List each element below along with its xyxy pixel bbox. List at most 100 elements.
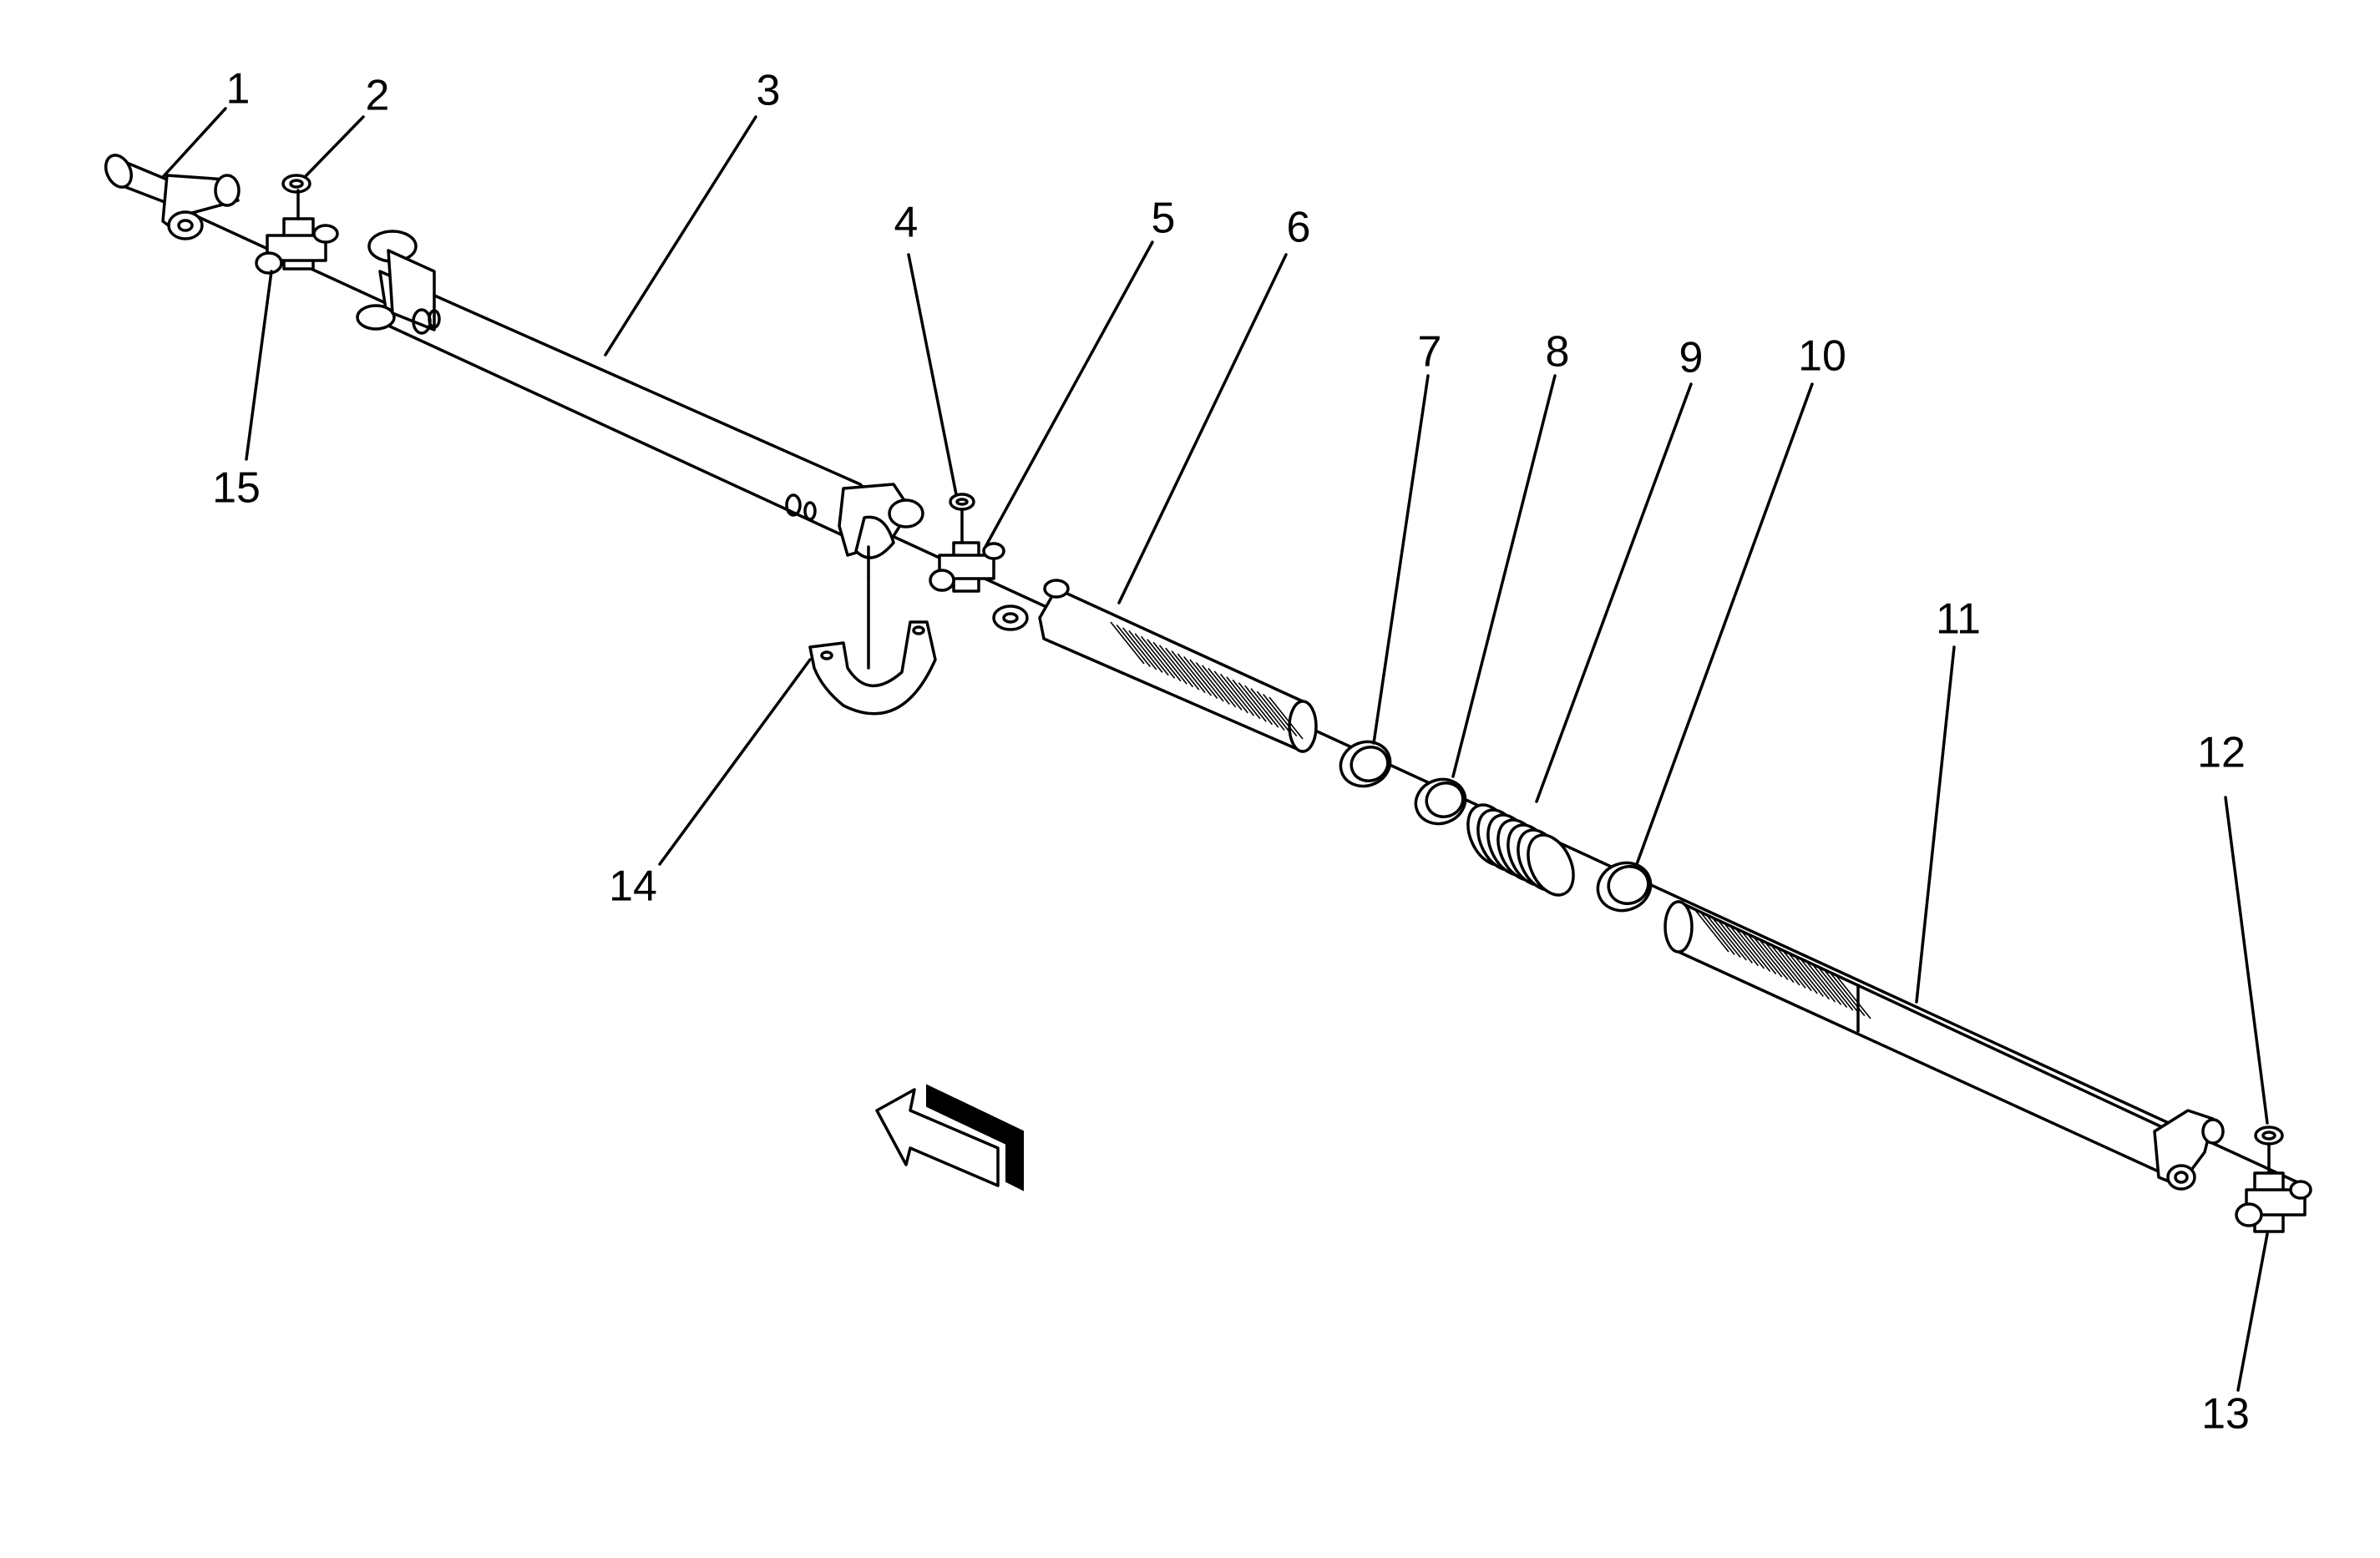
spline-line <box>1147 639 1182 682</box>
part-14-bracket-clamp <box>808 574 937 716</box>
spline-line <box>1694 909 1729 953</box>
spline-line <box>1263 694 1298 737</box>
spline-line <box>1724 923 1760 967</box>
spline-line <box>1806 962 1842 1005</box>
part-11-splines <box>1694 909 1871 1019</box>
callout-8: 8 <box>1546 328 1570 377</box>
leader-3 <box>604 115 757 357</box>
callout-14: 14 <box>609 862 657 911</box>
spline-line <box>1765 943 1800 986</box>
leader-9 <box>1535 382 1693 803</box>
spline-line <box>1183 656 1218 700</box>
spline-line <box>1783 951 1818 994</box>
callout-12: 12 <box>2197 729 2246 777</box>
spline-line <box>1268 696 1304 740</box>
spline-line <box>1700 912 1735 955</box>
spline-line <box>1800 959 1836 1003</box>
leader-15 <box>245 270 273 461</box>
spline-line <box>1116 624 1151 667</box>
part-6-splined-sleeve <box>992 579 1318 753</box>
callout-3: 3 <box>757 67 781 115</box>
spline-line <box>1158 645 1194 688</box>
direction-arrow <box>875 1084 1024 1191</box>
spline-line <box>1771 945 1806 989</box>
part-2-retaining-ring <box>281 174 311 194</box>
part-10-ring <box>1596 861 1653 913</box>
part-3-upper-shaft <box>356 230 924 578</box>
leader-8 <box>1451 374 1557 778</box>
callout-10: 10 <box>1798 332 1846 381</box>
part-6-splines <box>1110 621 1304 740</box>
spline-line <box>1777 948 1812 992</box>
spline-line <box>1795 957 1831 1000</box>
leader-1 <box>161 107 227 179</box>
callout-11: 11 <box>1936 595 1981 644</box>
spline-line <box>1729 926 1765 969</box>
spline-line <box>1831 974 1866 1017</box>
leader-12 <box>2224 796 2269 1125</box>
spline-line <box>1177 653 1213 696</box>
leader-2 <box>303 115 365 179</box>
spline-line <box>1201 665 1237 708</box>
spline-line <box>1712 918 1747 961</box>
spline-line <box>1789 954 1824 997</box>
callout-2: 2 <box>366 72 390 120</box>
spline-line <box>1189 659 1224 702</box>
spline-line <box>1748 934 1783 978</box>
spline-line <box>1110 621 1145 665</box>
part-13-u-joint-cross <box>2235 1171 2312 1233</box>
spline-line <box>1256 690 1292 734</box>
spline-line <box>1226 676 1261 720</box>
part-9-boot <box>1466 803 1575 897</box>
callout-5: 5 <box>1152 195 1176 243</box>
part-5-u-joint-cross <box>929 508 1005 593</box>
spline-line <box>1813 965 1848 1009</box>
spline-line <box>1760 940 1795 984</box>
spline-line <box>1165 647 1200 690</box>
part-1-end-yoke <box>104 154 241 240</box>
boot-rib <box>1527 833 1575 897</box>
spline-line <box>1742 932 1777 975</box>
spline-line <box>1238 682 1274 726</box>
spline-line <box>1250 688 1285 731</box>
part-11-lower-shaft <box>1663 900 2225 1191</box>
spline-line <box>1706 915 1741 959</box>
leader-4 <box>907 253 958 496</box>
callout-1: 1 <box>226 65 251 114</box>
spline-line <box>1825 970 1860 1014</box>
spline-line <box>1244 685 1279 728</box>
callout-4: 4 <box>894 199 919 247</box>
spline-line <box>1140 635 1176 679</box>
callout-15: 15 <box>212 464 261 513</box>
part-7-ring <box>1339 740 1392 788</box>
spline-line <box>1171 650 1206 694</box>
spline-line <box>1195 661 1230 705</box>
part-12-retaining-ring <box>2254 1126 2284 1175</box>
callout-labels: 1 2 3 4 5 6 7 8 9 10 11 12 13 14 15 <box>212 65 2250 1439</box>
callout-13: 13 <box>2201 1390 2250 1439</box>
part-8-ring <box>1414 777 1467 826</box>
spline-line <box>1718 920 1753 964</box>
leader-13 <box>2236 1232 2269 1392</box>
spline-line <box>1128 630 1163 673</box>
spline-line <box>1836 976 1871 1019</box>
leader-6 <box>1117 253 1288 604</box>
part-15-bearing-cross <box>255 189 339 275</box>
spline-line <box>1735 928 1771 972</box>
leader-5 <box>984 240 1154 549</box>
spline-line <box>1232 679 1267 722</box>
spline-line <box>1134 633 1169 676</box>
spline-line <box>1122 627 1157 670</box>
spline-line <box>1819 968 1854 1011</box>
spline-line <box>1219 673 1255 716</box>
leader-7 <box>1372 374 1430 745</box>
leader-14 <box>658 658 812 866</box>
callout-7: 7 <box>1418 328 1442 377</box>
part-9-boot-ribs <box>1466 803 1575 897</box>
spline-line <box>1208 667 1243 711</box>
spline-line <box>1152 641 1187 685</box>
leader-11 <box>1915 645 1956 1004</box>
leader-lines <box>161 107 2269 1392</box>
part-4-retaining-ring <box>949 493 975 511</box>
